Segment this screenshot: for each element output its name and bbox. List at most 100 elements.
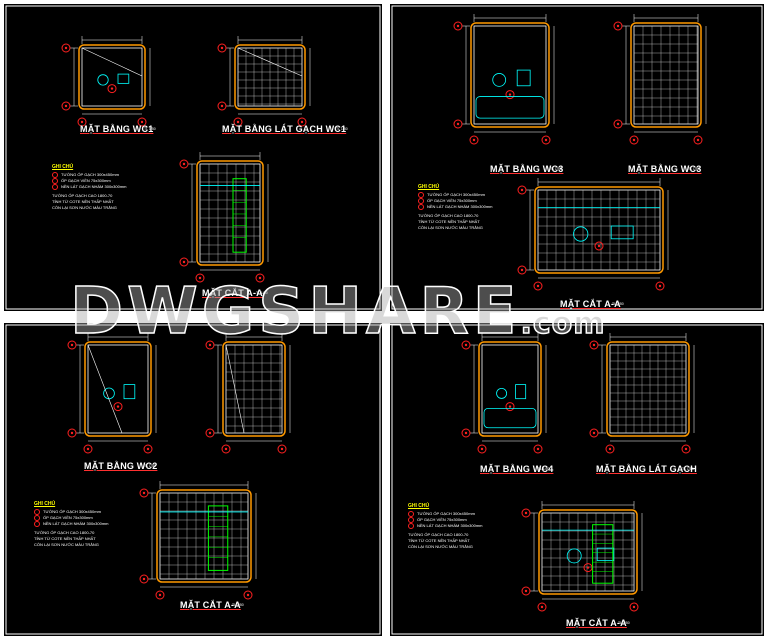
notes-title: GHI CHÚ xyxy=(408,503,430,509)
sink-fixture xyxy=(117,73,130,84)
sheet-1-drawing xyxy=(5,5,381,310)
tile-marker-icon xyxy=(408,511,414,517)
grid-axis-dot xyxy=(110,87,114,90)
room-inner-outline xyxy=(81,47,143,107)
drawing-sheet-3: MẶT BẰNG WC2 TL 1/50 MẶT CẮT A-A TL 1/50… xyxy=(4,323,382,636)
sink-fixture xyxy=(610,225,634,240)
note-line: NỀN LÁT GẠCH NHÁM 300x300mm xyxy=(408,523,483,530)
tile-marker-icon xyxy=(34,521,40,528)
grid-axis-marker xyxy=(277,444,287,454)
grid-axis-marker xyxy=(594,241,604,251)
note-line: TÍNH TỪ COTE NỀN THẤP NHẤT xyxy=(408,538,470,544)
grid-axis-dot xyxy=(258,276,262,280)
grid-axis-dot xyxy=(508,93,512,96)
grid-axis-marker xyxy=(461,428,471,438)
tile-marker-icon xyxy=(408,517,414,524)
scale-label: TL 1/50 xyxy=(336,127,348,131)
grid-axis-dot xyxy=(280,447,284,451)
grid-axis-marker xyxy=(583,563,593,573)
grid-axis-dot xyxy=(586,566,590,569)
grid-axis-marker xyxy=(629,602,639,612)
grid-axis-marker xyxy=(139,574,149,584)
title-section-aa: MẶT CẮT A-A xyxy=(560,299,621,309)
grid-axis-marker xyxy=(255,273,265,283)
grid-axis-dot xyxy=(198,276,202,280)
note-line: CÒN LẠI SƠN NƯỚC MÀU TRẮNG xyxy=(408,544,473,550)
room-inner-outline xyxy=(609,344,687,434)
grid-axis-dot xyxy=(456,122,460,126)
grid-axis-marker xyxy=(195,273,205,283)
grid-axis-dot xyxy=(616,122,620,126)
grid-axis-dot xyxy=(464,343,468,347)
room-inner-outline xyxy=(537,189,661,271)
note-line: ỐP GẠCH VIỀN 75x300mm xyxy=(34,515,109,522)
grid-axis-dot xyxy=(64,104,68,108)
scale-label: TL 1/50 xyxy=(256,291,268,295)
tile-marker-icon xyxy=(34,515,40,522)
title-section-aa: MẶT CẮT A-A xyxy=(202,288,263,298)
scale-label: TL 1/50 xyxy=(682,467,694,471)
title-wc1-plan: MẶT BẰNG WC1 xyxy=(80,124,154,134)
note-line: NỀN LÁT GẠCH NHÁM 300x300mm xyxy=(34,521,109,528)
grid-axis-marker xyxy=(537,602,547,612)
notes-block: GHI CHÚ TƯỜNG ỐP GẠCH 300x450mm ỐP GẠCH … xyxy=(34,501,109,548)
grid-axis-dot xyxy=(208,343,212,347)
sheet-frame xyxy=(391,324,763,635)
grid-axis-marker xyxy=(67,428,77,438)
grid-axis-marker xyxy=(217,101,227,111)
room-wall-outline xyxy=(606,341,690,437)
toilet-fixture xyxy=(573,226,589,242)
note-line: TƯỜNG ỐP GẠCH 300x450mm xyxy=(34,509,109,515)
watermark: DWGSHARE.com xyxy=(69,274,606,350)
room-inner-outline xyxy=(87,344,149,434)
room-wall-outline xyxy=(84,341,152,437)
grid-axis-dot xyxy=(520,268,524,272)
grid-axis-dot xyxy=(524,511,528,515)
grid-axis-dot xyxy=(158,593,162,597)
room-wall-outline xyxy=(630,22,702,128)
room-wall-outline xyxy=(534,186,664,274)
note-line: TÍNH TỪ COTE NỀN THẤP NHẤT xyxy=(34,536,96,542)
toilet-fixture xyxy=(97,74,109,86)
sheet-2-drawing xyxy=(391,5,763,310)
tile-marker-icon xyxy=(52,172,58,178)
grid-axis-dot xyxy=(658,284,662,288)
grid-axis-marker xyxy=(77,117,87,127)
room-wall-outline xyxy=(78,44,146,110)
grid-axis-marker xyxy=(517,185,527,195)
grid-axis-dot xyxy=(592,431,596,435)
note-line: TƯỜNG ỐP GẠCH 300x450mm xyxy=(408,511,483,517)
grid-axis-marker xyxy=(453,21,463,31)
grid-axis-marker xyxy=(233,117,243,127)
note-line: TƯỜNG ỐP GẠCH CAO 1800-70 xyxy=(408,532,469,538)
grid-axis-marker xyxy=(589,340,599,350)
grid-axis-dot xyxy=(208,431,212,435)
grid-axis-dot xyxy=(632,138,636,142)
tile-marker-icon xyxy=(52,184,58,191)
door-elevation xyxy=(592,524,614,584)
grid-axis-dot xyxy=(592,343,596,347)
scale-label: TL 1/50 xyxy=(618,621,630,625)
note-line: CÒN LẠI SƠN NƯỚC MÀU TRẮNG xyxy=(52,205,117,211)
grid-axis-dot xyxy=(536,284,540,288)
sink-fixture xyxy=(123,384,136,400)
note-line: TÍNH TỪ COTE NỀN THẤP NHẤT xyxy=(418,219,480,225)
grid-axis-marker xyxy=(137,117,147,127)
grid-axis-marker xyxy=(461,340,471,350)
grid-axis-marker xyxy=(205,340,215,350)
drawing-sheet-2: MẶT BẰNG WC3 TL 1/50 MẶT BẰNG WC3 TL 1/5… xyxy=(390,4,764,311)
grid-axis-marker xyxy=(533,281,543,291)
room-inner-outline xyxy=(199,163,261,263)
grid-axis-marker xyxy=(61,101,71,111)
title-section-aa: MẶT CẮT A-A xyxy=(566,618,627,628)
grid-axis-marker xyxy=(113,402,123,412)
sheet-frame xyxy=(5,324,381,635)
notes-block: GHI CHÚ TƯỜNG ỐP GẠCH 300x450mm ỐP GẠCH … xyxy=(418,184,493,231)
scale-label: TL 1/50 xyxy=(612,302,624,306)
grid-axis-dot xyxy=(520,188,524,192)
door-elevation xyxy=(207,505,229,571)
grid-axis-marker xyxy=(533,444,543,454)
grid-axis-marker xyxy=(469,135,479,145)
grid-axis-marker xyxy=(205,428,215,438)
grid-axis-dot xyxy=(508,405,512,408)
